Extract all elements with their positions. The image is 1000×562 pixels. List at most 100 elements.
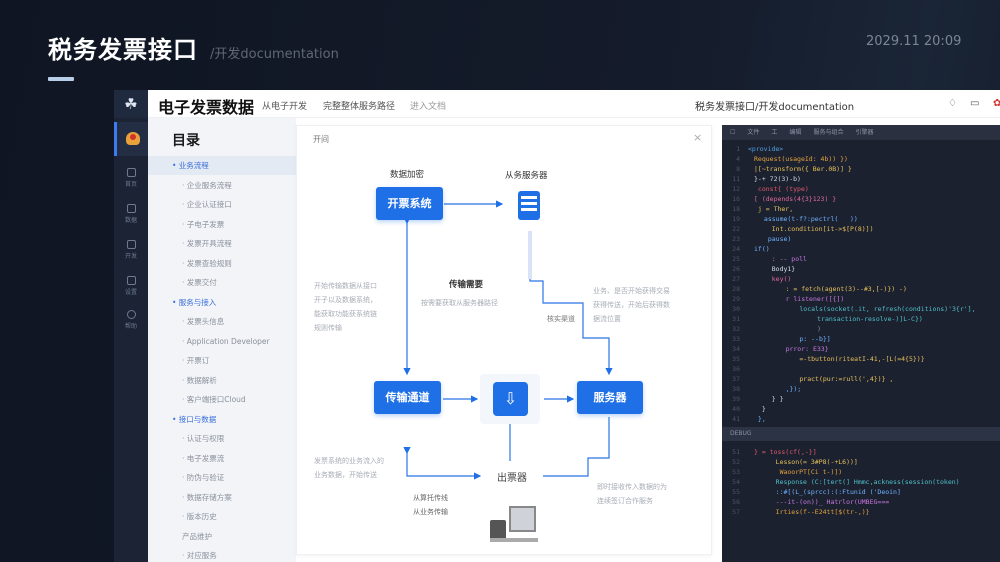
note-right-bottom: 即时接收传入数据的为 连续签订合作服务 [597, 483, 667, 505]
code-text: pract(pur:=rull(',4})} , [772, 375, 894, 383]
code-text: |[~transform({ Ber.0B)] } [754, 165, 852, 173]
toc-item[interactable]: · 开票订 [182, 356, 210, 365]
code-tab[interactable]: ☐ [730, 129, 736, 136]
code-line: 22 Int.condition[it->$[P(8)]) [722, 224, 1000, 234]
rail-item-help[interactable]: 帮助 [114, 310, 148, 330]
toc-item[interactable]: · 子电子发票 [182, 219, 225, 229]
code-text: } [754, 405, 766, 413]
note-left-bottom: 发票系统的业务流入的 业务数据，开始传送 [314, 457, 384, 479]
toc-item[interactable]: • 接口与数据 [172, 414, 217, 424]
label-from: 从算托传线 从业务传输 [413, 494, 448, 516]
title-underline [48, 77, 74, 81]
code-line: 57 Irties(f--E24tt[$(tr-,)} [722, 507, 1000, 517]
server-document-icon [518, 191, 540, 220]
breadcrumb-item[interactable]: 完整整体服务路径 [323, 102, 396, 112]
code-tab[interactable]: 编辑 [789, 129, 802, 136]
toc-item[interactable]: · 对应服务 [182, 551, 217, 560]
toc-item[interactable]: · 企业服务流程 [182, 180, 232, 190]
tax-emblem-icon[interactable] [114, 122, 148, 156]
toc-item[interactable]: · 版本历史 [182, 512, 217, 521]
rail-item-settings[interactable]: 设置 [114, 276, 148, 296]
icon-rail: ☘ 首页 数据 开发 设置 帮助 [114, 90, 148, 562]
label-encrypt: 数据加密 [390, 170, 425, 180]
code-tab[interactable]: 文件 [747, 129, 760, 136]
rail-item-home[interactable]: 首页 [114, 168, 148, 188]
rail-label: 设置 [124, 289, 137, 296]
breadcrumb-item[interactable]: 从电子开发 [262, 102, 308, 112]
code-line: 28 : = fetch(agent(3)--#3,[-)}) -) [722, 284, 1000, 294]
line-number: 55 [732, 488, 740, 496]
toc-item[interactable]: · 发票头信息 [182, 317, 225, 326]
rail-label: 首页 [124, 181, 137, 188]
code-split-bar[interactable]: DEBUG [722, 427, 1000, 441]
code-line: 40 } [722, 404, 1000, 414]
toc-item[interactable]: · 防伪与验证 [182, 473, 225, 482]
code-text: [ (depends(4{3}123) } [754, 195, 837, 203]
line-number: 34 [732, 345, 740, 353]
line-number: 12 [732, 185, 740, 193]
line-number: 25 [732, 255, 740, 263]
settings-icon[interactable]: ✿ [993, 98, 1000, 109]
toc-item[interactable]: 产品维护 [182, 531, 212, 541]
line-number: 39 [732, 395, 740, 403]
code-line: 35 =-tbutton(riteatI-41,-[L(=4{5})} [722, 354, 1000, 364]
breadcrumb-item[interactable]: 进入文档 [410, 102, 447, 112]
code-tab[interactable]: 服务与组合 [813, 129, 844, 136]
toc-item[interactable]: · 数据解析 [182, 375, 217, 385]
toc-item[interactable]: • 服务与接入 [172, 297, 217, 307]
rail-item-data[interactable]: 数据 [114, 204, 148, 224]
line-number: 27 [732, 275, 740, 283]
line-number: 16 [732, 195, 740, 203]
code-line: 41 }, [722, 414, 1000, 424]
line-number: 26 [732, 265, 740, 273]
toc-panel: 目录 • 业务流程· 企业服务流程· 企业认证接口· 子电子发票· 发票开具流程… [148, 118, 296, 562]
code-text: WaoorPT[Ci t-)]) [760, 468, 843, 476]
code-text: ---it-(on))_ Hatrlor(UMBEG=== [760, 498, 890, 506]
toc-item[interactable]: · Application Developer [182, 336, 270, 346]
code-text: locals(socket(.it, refresh(conditions)'3… [772, 305, 976, 313]
line-number: 53 [732, 468, 740, 476]
code-line: 23 pause) [722, 234, 1000, 244]
toc-item[interactable]: · 电子发票流 [182, 453, 225, 463]
node-issue-system[interactable]: 开票系统 [376, 187, 443, 220]
rail-item-dev[interactable]: 开发 [114, 240, 148, 260]
code-text: <provide> [748, 145, 784, 153]
code-text: : = fetch(agent(3)--#3,[-)}) -) [766, 285, 907, 293]
toc-item[interactable]: · 发票交付 [182, 278, 217, 287]
node-server[interactable]: 服务器 [577, 381, 643, 414]
line-number: 57 [732, 508, 740, 516]
label-printer: 出票器 [495, 469, 529, 484]
help-icon [126, 310, 136, 319]
code-line: 8|[~transform({ Ber.0B)] } [722, 164, 1000, 174]
toc-item[interactable]: · 企业认证接口 [182, 200, 232, 209]
code-line: 34 prror: E33} [722, 344, 1000, 354]
toc-item[interactable]: • 业务流程 [148, 156, 296, 175]
code-text: Int.condition[it->$[P(8)]) [760, 225, 874, 233]
code-tab[interactable]: 工 [771, 129, 778, 136]
line-number: 37 [732, 375, 740, 383]
toc-item[interactable]: · 认证与权限 [182, 434, 225, 443]
doc-link[interactable]: 税务发票接口/开发documentation [695, 102, 855, 113]
code-text: const{ (type) [754, 185, 809, 193]
toc-item[interactable]: · 发票查验规则 [182, 258, 232, 268]
app-logo-icon[interactable]: ☘ [114, 90, 148, 118]
toc-item[interactable]: · 客户端接口Cloud [182, 395, 246, 404]
diagram-card: 开间 × 数据加密 从务服务器 开票系统 开始传输数据从接口 开子以及数据系统，… [296, 125, 712, 555]
line-printer-server [543, 417, 610, 477]
close-icon[interactable]: × [693, 131, 703, 144]
printer-icon [490, 506, 540, 542]
monitor-icon[interactable]: ▭ [970, 98, 980, 109]
app-window: ☘ 首页 数据 开发 设置 帮助 电子发票数据 从电子开发 完整整体服务路径 进… [114, 90, 1000, 562]
code-tab[interactable]: 引擎器 [855, 129, 874, 136]
line-number: 22 [732, 225, 740, 233]
toc-item[interactable]: · 发票开具流程 [182, 239, 232, 248]
node-transfer-channel[interactable]: 传输通道 [374, 381, 441, 414]
toc-item[interactable]: · 数据存储方案 [182, 492, 232, 502]
code-line: 55 ::#[(L_(sprcc):(:Ftunid ('Deoin] [722, 487, 1000, 497]
code-line: 16 [ (depends(4{3}123) } [722, 194, 1000, 204]
bell-icon[interactable]: ♢ [948, 98, 957, 109]
code-line: 33 p: --b}] [722, 334, 1000, 344]
code-line: 36 [722, 364, 1000, 374]
